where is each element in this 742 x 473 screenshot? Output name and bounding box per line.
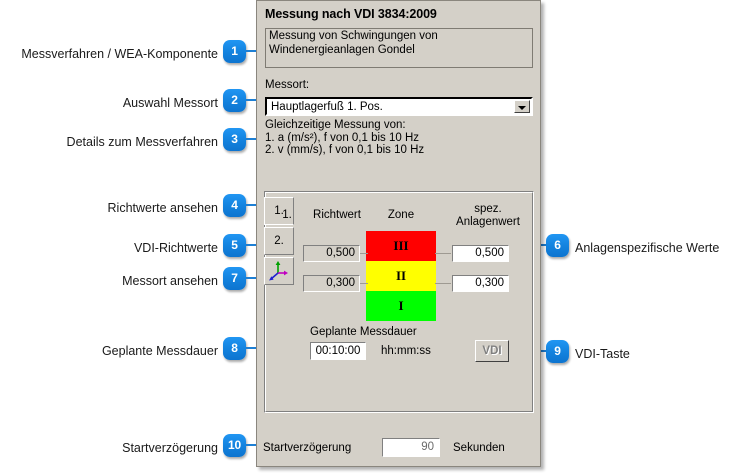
callout-label-5: VDI-Richtwerte bbox=[133, 241, 218, 255]
richtwert-group-inner bbox=[265, 192, 533, 412]
messdauer-label: Geplante Messdauer bbox=[310, 326, 417, 338]
vdi-button[interactable]: VDI bbox=[475, 340, 509, 362]
callout-label-8: Geplante Messdauer bbox=[101, 344, 218, 358]
column-header-richtwert: Richtwert bbox=[313, 209, 361, 221]
messort-label: Messort: bbox=[265, 79, 310, 91]
zone-block-iii: III bbox=[366, 231, 436, 261]
callout-label-3: Details zum Messverfahren bbox=[66, 135, 218, 149]
measurement-tabstrip: 1. 2. bbox=[264, 197, 294, 287]
conn-right-lower bbox=[435, 283, 451, 284]
anlagenwert-field-2[interactable]: 0,300 bbox=[452, 275, 509, 292]
startverzoegerung-label: Startverzögerung bbox=[263, 442, 352, 454]
callout-badge-5[interactable]: 5 bbox=[223, 234, 246, 257]
conn-right-upper bbox=[435, 253, 451, 254]
axis-icon bbox=[269, 261, 288, 281]
callout-leader-10 bbox=[246, 444, 262, 446]
callout-badge-6[interactable]: 6 bbox=[546, 234, 569, 257]
callout-badge-1[interactable]: 1 bbox=[223, 40, 246, 63]
column-header-zone: Zone bbox=[387, 209, 415, 221]
tab-messort-axes[interactable] bbox=[264, 257, 294, 285]
callout-label-1: Messverfahren / WEA-Komponente bbox=[21, 47, 218, 61]
zone-block-ii: II bbox=[366, 261, 436, 291]
callout-label-7: Messort ansehen bbox=[122, 274, 218, 288]
callout-leader-6 bbox=[536, 244, 554, 246]
messort-selected-value: Hauptlagerfuß 1. Pos. bbox=[271, 101, 383, 113]
callout-badge-9[interactable]: 9 bbox=[546, 340, 569, 363]
tab-measurement-1[interactable]: 1. bbox=[264, 197, 294, 225]
callout-badge-7[interactable]: 7 bbox=[223, 267, 246, 290]
conn-left-upper bbox=[360, 253, 368, 254]
startverzoegerung-unit: Sekunden bbox=[453, 442, 505, 454]
messdauer-input[interactable]: 00:10:00 bbox=[310, 342, 366, 360]
messdauer-format-hint: hh:mm:ss bbox=[381, 345, 431, 357]
startverzoegerung-input[interactable]: 90 bbox=[382, 438, 440, 457]
chevron-down-icon[interactable] bbox=[514, 100, 530, 113]
zone-block-i: I bbox=[366, 291, 436, 321]
callout-leader-1 bbox=[246, 50, 260, 52]
callout-badge-8[interactable]: 8 bbox=[223, 337, 246, 360]
anlagenwert-field-1[interactable]: 0,500 bbox=[452, 245, 509, 262]
callout-label-4: Richtwerte ansehen bbox=[107, 201, 218, 215]
richtwert-group-box bbox=[264, 191, 534, 413]
callout-badge-3[interactable]: 3 bbox=[223, 128, 246, 151]
messort-dropdown[interactable]: Hauptlagerfuß 1. Pos. bbox=[265, 97, 533, 116]
vdi-measurement-window: Messung nach VDI 3834:2009 Messung von S… bbox=[256, 0, 541, 467]
column-header-anlagenwert: spez. Anlagenwert bbox=[456, 203, 520, 228]
callout-label-6: Anlagenspezifische Werte bbox=[575, 241, 720, 255]
callout-badge-2[interactable]: 2 bbox=[223, 89, 246, 112]
callout-leader-9 bbox=[536, 350, 554, 352]
measurement-details: Gleichzeitige Messung von: 1. a (m/s²), … bbox=[265, 119, 425, 156]
richtwert-field-2: 0,300 bbox=[303, 275, 360, 292]
callout-label-2: Auswahl Messort bbox=[122, 96, 218, 110]
column-header-index: 1. bbox=[282, 209, 292, 221]
tab-measurement-2[interactable]: 2. bbox=[264, 227, 294, 255]
measurement-description: Messung von Schwingungen von Windenergie… bbox=[265, 28, 533, 68]
callout-badge-10[interactable]: 10 bbox=[223, 434, 246, 457]
richtwert-field-1: 0,500 bbox=[303, 245, 360, 262]
conn-left-lower bbox=[360, 283, 368, 284]
callout-leader-3 bbox=[246, 138, 264, 140]
callout-label-9: VDI-Taste bbox=[575, 347, 630, 361]
callout-badge-4[interactable]: 4 bbox=[223, 194, 246, 217]
callout-label-10: Startverzögerung bbox=[122, 441, 218, 455]
page-title: Messung nach VDI 3834:2009 bbox=[265, 7, 437, 21]
